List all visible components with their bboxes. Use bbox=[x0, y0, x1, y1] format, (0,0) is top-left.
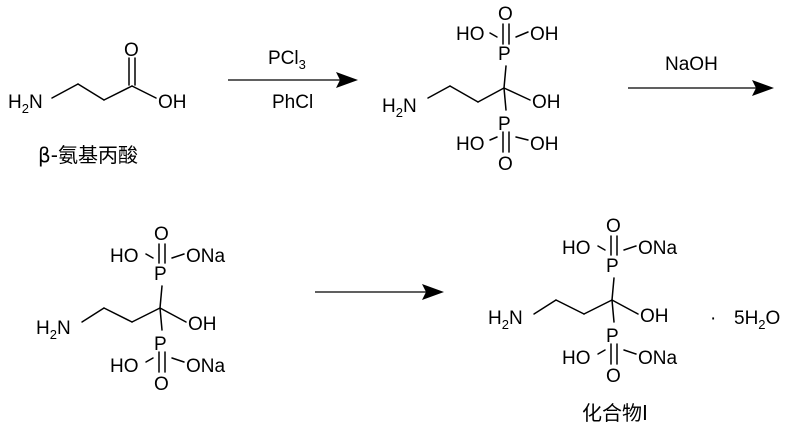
phosphonate-hydroxyl: HO bbox=[110, 246, 139, 267]
sodium-phosphonate: ONa bbox=[186, 246, 226, 267]
phosphonate-hydroxyl: OH bbox=[530, 24, 559, 45]
solvent-phcl: PhCl bbox=[272, 92, 313, 113]
phosphoryl-oxygen: O bbox=[606, 366, 621, 387]
phosphorus-atom: P bbox=[498, 114, 511, 135]
phosphonate-hydroxyl: OH bbox=[530, 134, 559, 155]
phosphorus-atom: P bbox=[606, 256, 619, 277]
hydroxyl-group: OH bbox=[640, 306, 669, 327]
sodium-phosphonate: ONa bbox=[638, 238, 678, 259]
hydroxyl-group: OH bbox=[532, 92, 561, 113]
reaction-arrow-1: PCl3 PhCl bbox=[228, 48, 358, 113]
amine-group: H2N bbox=[488, 308, 523, 332]
product-label: 化合物I bbox=[582, 401, 648, 425]
hydrate-dot: · bbox=[710, 308, 716, 329]
phosphoryl-oxygen: O bbox=[498, 4, 513, 25]
starting-material-label: β-氨基丙酸 bbox=[38, 143, 138, 167]
bisphosphonic-acid-structure: H2N OH O P HO OH P O HO OH bbox=[382, 4, 561, 175]
reaction-arrow-3 bbox=[315, 284, 444, 300]
phosphoryl-oxygen: O bbox=[154, 224, 169, 245]
carbonyl-oxygen: O bbox=[124, 40, 139, 61]
phosphonate-hydroxyl: HO bbox=[562, 238, 591, 259]
phosphorus-atom: P bbox=[498, 44, 511, 65]
sodium-phosphonate: ONa bbox=[186, 356, 226, 377]
carboxyl-hydroxyl: OH bbox=[158, 92, 187, 113]
phosphoryl-oxygen: O bbox=[498, 154, 513, 175]
phosphonate-hydroxyl: HO bbox=[562, 348, 591, 369]
phosphonate-hydroxyl: HO bbox=[456, 134, 485, 155]
amine-group: H2N bbox=[8, 92, 43, 116]
phosphoryl-oxygen: O bbox=[154, 374, 169, 395]
amine-group: H2N bbox=[382, 96, 417, 120]
reagent-naoh: NaOH bbox=[665, 54, 718, 75]
phosphorus-atom: P bbox=[154, 334, 167, 355]
phosphonate-hydroxyl: HO bbox=[110, 356, 139, 377]
phosphoryl-oxygen: O bbox=[606, 216, 621, 237]
hydrate-water: 5H2O bbox=[734, 308, 780, 332]
reaction-arrow-2: NaOH bbox=[628, 54, 774, 96]
phosphonate-hydroxyl: HO bbox=[456, 24, 485, 45]
beta-alanine-structure: H2N O OH β-氨基丙酸 bbox=[8, 40, 187, 167]
disodium-salt-structure: H2N OH O P HO ONa P O HO ONa bbox=[36, 224, 226, 395]
product-structure: H2N OH O P HO ONa P O HO ONa · 5H2O 化合物I bbox=[488, 216, 780, 425]
amine-group: H2N bbox=[36, 318, 71, 342]
phosphorus-atom: P bbox=[606, 326, 619, 347]
hydroxyl-group: OH bbox=[188, 314, 217, 335]
sodium-phosphonate: ONa bbox=[638, 348, 678, 369]
reagent-pcl3: PCl3 bbox=[268, 48, 306, 72]
phosphorus-atom: P bbox=[154, 264, 167, 285]
